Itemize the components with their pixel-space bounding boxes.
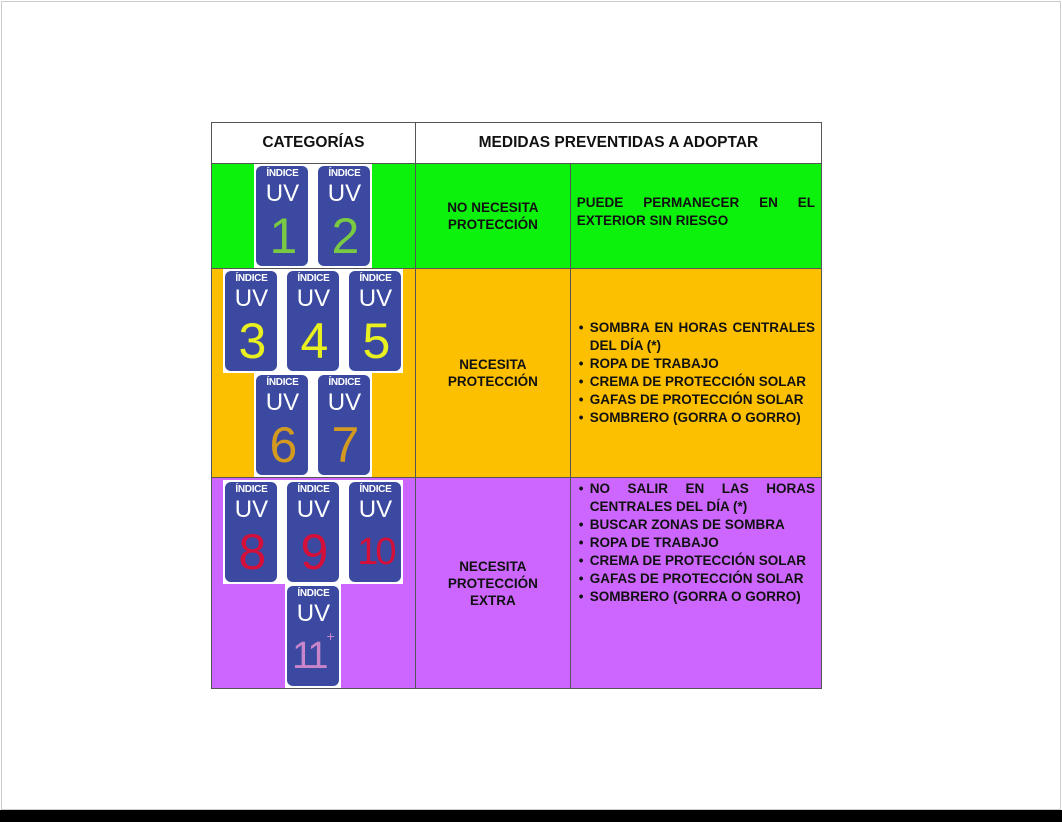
header-row: CATEGORÍAS MEDIDAS PREVENTIDAS A ADOPTAR <box>211 122 823 164</box>
measure-item: GAFAS DE PROTECCIÓN SOLAR <box>577 570 815 588</box>
badge-number: 9 <box>300 524 329 580</box>
measure-item: BUSCAR ZONAS DE SOMBRA <box>577 516 815 534</box>
measure-item: ROPA DE TRABAJO <box>577 534 815 552</box>
level-cell: NECESITA PROTECCIÓN EXTRA <box>414 477 571 689</box>
badge-uv: UV <box>296 496 331 523</box>
badge-uv: UV <box>234 285 269 312</box>
badge-plus: + <box>326 628 335 644</box>
badge-label: ÍNDICE <box>297 484 330 495</box>
measures-cell: NO SALIR EN LAS HORAS CENTRALES DEL DÍA … <box>569 477 823 689</box>
badge-number-box: 8 <box>238 524 267 580</box>
badge-number: 8 <box>238 524 267 580</box>
badge-label: ÍNDICE <box>266 168 299 179</box>
measure-item: CREMA DE PROTECCIÓN SOLAR <box>577 552 815 570</box>
measures-cell: SOMBRA EN HORAS CENTRALES DEL DÍA (*)ROP… <box>569 268 823 478</box>
measure-item: SOMBRA EN HORAS CENTRALES DEL DÍA (*) <box>577 319 815 355</box>
measure-item: CREMA DE PROTECCIÓN SOLAR <box>577 373 815 391</box>
badge-number: 1 <box>269 208 298 264</box>
badge-number-box: 11+ <box>292 628 335 684</box>
badge-number: 5 <box>362 313 391 369</box>
badge-uv: UV <box>296 285 331 312</box>
badge-label: ÍNDICE <box>328 168 361 179</box>
badge-number-box: 6 <box>269 417 298 473</box>
badge-number-box: 5 <box>362 313 391 369</box>
measures-text: PUEDE PERMANECER EN EL EXTERIOR SIN RIES… <box>569 163 823 269</box>
badge-uv: UV <box>265 180 300 207</box>
badge-uv: UV <box>234 496 269 523</box>
uv-index-table: CATEGORÍAS MEDIDAS PREVENTIDAS A ADOPTAR… <box>211 122 823 689</box>
badge-label: ÍNDICE <box>359 484 392 495</box>
level-cell: NO NECESITA PROTECCIÓN <box>414 163 571 269</box>
badge-label: ÍNDICE <box>359 273 392 284</box>
badge-number-box: 1 <box>269 208 298 264</box>
badge-uv: UV <box>358 496 393 523</box>
level-cell: NECESITA PROTECCIÓN <box>414 268 571 478</box>
badge-number: 4 <box>300 313 329 369</box>
badge-number: 2 <box>331 208 360 264</box>
header-measures: MEDIDAS PREVENTIDAS A ADOPTAR <box>414 122 823 164</box>
badge-number: 11 <box>292 635 328 677</box>
badge-label: ÍNDICE <box>235 484 268 495</box>
badge-number-box: 2 <box>331 208 360 264</box>
measure-item: SOMBRERO (GORRA O GORRO) <box>577 409 815 427</box>
badge-label: ÍNDICE <box>328 377 361 388</box>
badge-label: ÍNDICE <box>297 273 330 284</box>
badge-number: 10 <box>357 531 396 573</box>
badge-number: 3 <box>238 313 267 369</box>
badge-uv: UV <box>358 285 393 312</box>
badge-uv: UV <box>327 180 362 207</box>
badge-label: ÍNDICE <box>266 377 299 388</box>
badge-uv: UV <box>296 600 331 627</box>
badge-uv: UV <box>327 389 362 416</box>
badge-label: ÍNDICE <box>235 273 268 284</box>
badge-uv: UV <box>265 389 300 416</box>
badge-number: 7 <box>331 417 360 473</box>
measure-item: ROPA DE TRABAJO <box>577 355 815 373</box>
badge-label: ÍNDICE <box>297 588 330 599</box>
measure-item: NO SALIR EN LAS HORAS CENTRALES DEL DÍA … <box>577 480 815 516</box>
measure-item: GAFAS DE PROTECCIÓN SOLAR <box>577 391 815 409</box>
header-categories: CATEGORÍAS <box>211 122 416 164</box>
bottom-bar <box>0 810 1062 822</box>
badge-number-box: 3 <box>238 313 267 369</box>
badge-number: 6 <box>269 417 298 473</box>
measure-item: SOMBRERO (GORRA O GORRO) <box>577 588 815 606</box>
badge-number-box: 4 <box>300 313 329 369</box>
badge-number-box: 7 <box>331 417 360 473</box>
badge-number-box: 10 <box>357 524 396 580</box>
badge-number-box: 9 <box>300 524 329 580</box>
